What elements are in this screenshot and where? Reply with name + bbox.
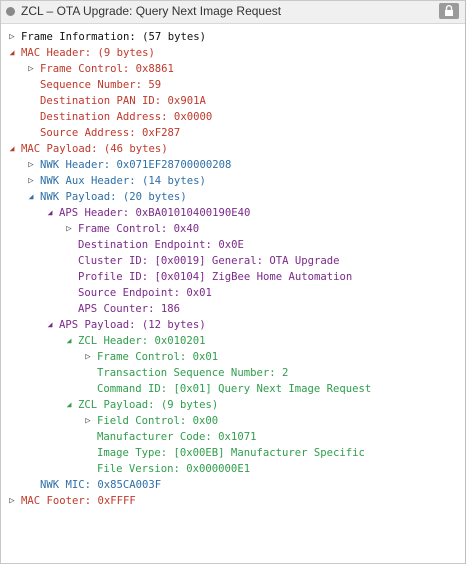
collapse-arrow-icon[interactable]: ◢ [9,144,15,153]
tree-leaf-zcl-manufacturer[interactable]: Manufacturer Code: 0x1071 [97,431,257,443]
packet-tree: ▷ Frame Information: (57 bytes) ◢ MAC He… [1,29,463,509]
expand-arrow-icon[interactable]: ▷ [28,160,34,170]
tree-leaf-zcl-tsn[interactable]: Transaction Sequence Number: 2 [97,367,289,379]
collapse-arrow-icon[interactable]: ◢ [9,48,15,57]
expand-arrow-icon[interactable]: ▷ [28,64,34,74]
tree-leaf-zcl-command[interactable]: Command ID: [0x01] Query Next Image Requ… [97,383,372,395]
tree-leaf-aps-dest-endpoint[interactable]: Destination Endpoint: 0x0E [78,239,244,251]
tree-node-zcl-field-control[interactable]: ▷ Field Control: 0x00 [1,413,463,429]
expand-arrow-icon[interactable]: ▷ [66,224,72,234]
expand-arrow-icon[interactable]: ▷ [85,416,91,426]
tree-node-zcl-frame-control[interactable]: ▷ Frame Control: 0x01 [1,349,463,365]
tree-leaf-mac-sequence[interactable]: Sequence Number: 59 [40,79,162,91]
tree-leaf-aps-counter[interactable]: APS Counter: 186 [78,303,181,315]
tree-leaf-aps-cluster[interactable]: Cluster ID: [0x0019] General: OTA Upgrad… [78,255,340,267]
tree-node-zcl-payload[interactable]: ◢ ZCL Payload: (9 bytes) [1,397,463,413]
window-title: ZCL – OTA Upgrade: Query Next Image Requ… [21,4,282,18]
tree-leaf-zcl-image-type[interactable]: Image Type: [0x00EB] Manufacturer Specif… [97,447,365,459]
tree-leaf-mac-src-addr[interactable]: Source Address: 0xF287 [40,127,181,139]
tree-node-aps-header[interactable]: ◢ APS Header: 0xBA01010400190E40 [1,205,463,221]
collapse-arrow-icon[interactable]: ◢ [66,400,72,409]
lock-icon [445,5,453,16]
tree-node-nwk-aux-header[interactable]: ▷ NWK Aux Header: (14 bytes) [1,173,463,189]
tree-leaf-zcl-file-version[interactable]: File Version: 0x000000E1 [97,463,251,475]
title-bar: ZCL – OTA Upgrade: Query Next Image Requ… [1,1,465,24]
tree-node-aps-frame-control[interactable]: ▷ Frame Control: 0x40 [1,221,463,237]
tree-leaf-mac-dest-pan[interactable]: Destination PAN ID: 0x901A [40,95,206,107]
tree-node-nwk-payload[interactable]: ◢ NWK Payload: (20 bytes) [1,189,463,205]
app-icon [6,7,15,16]
expand-arrow-icon[interactable]: ▷ [9,496,15,506]
tree-leaf-aps-src-endpoint[interactable]: Source Endpoint: 0x01 [78,287,212,299]
tree-node-mac-footer[interactable]: ▷ MAC Footer: 0xFFFF [1,493,463,509]
tree-leaf-aps-profile[interactable]: Profile ID: [0x0104] ZigBee Home Automat… [78,271,353,283]
collapse-arrow-icon[interactable]: ◢ [28,192,34,201]
tree-node-mac-header[interactable]: ◢ MAC Header: (9 bytes) [1,45,463,61]
tree-node-nwk-header[interactable]: ▷ NWK Header: 0x071EF28700000208 [1,157,463,173]
expand-arrow-icon[interactable]: ▷ [9,32,15,42]
collapse-arrow-icon[interactable]: ◢ [47,320,53,329]
expand-arrow-icon[interactable]: ▷ [85,352,91,362]
tree-leaf-mac-dest-addr[interactable]: Destination Address: 0x0000 [40,111,213,123]
tree-node-zcl-header[interactable]: ◢ ZCL Header: 0x010201 [1,333,463,349]
collapse-arrow-icon[interactable]: ◢ [66,336,72,345]
tree-node-frame-info[interactable]: ▷ Frame Information: (57 bytes) [1,29,463,45]
tree-node-aps-payload[interactable]: ◢ APS Payload: (12 bytes) [1,317,463,333]
lock-button[interactable] [439,3,459,19]
tree-node-mac-payload[interactable]: ◢ MAC Payload: (46 bytes) [1,141,463,157]
tree-leaf-nwk-mic[interactable]: NWK MIC: 0x85CA003F [40,479,162,491]
expand-arrow-icon[interactable]: ▷ [28,176,34,186]
tree-node-mac-frame-control[interactable]: ▷ Frame Control: 0x8861 [1,61,463,77]
collapse-arrow-icon[interactable]: ◢ [47,208,53,217]
